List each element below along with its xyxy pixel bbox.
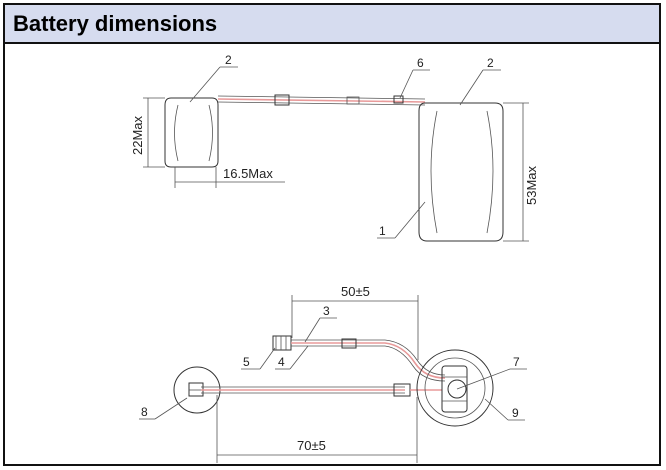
callout-1: 1 xyxy=(379,224,386,238)
callout-4: 4 xyxy=(278,355,285,369)
dim-lead-bottom: 70±5 xyxy=(216,395,418,463)
top-wire xyxy=(217,94,426,106)
dim-width-small: 16.5Max xyxy=(174,166,285,188)
callout-6: 6 xyxy=(417,56,424,70)
lead-wire xyxy=(272,335,446,382)
large-coin xyxy=(416,349,494,427)
diagram-frame: Battery dimensions 22Max 16.5Max xyxy=(3,3,661,466)
callout-7: 7 xyxy=(513,355,520,369)
dim-lead-top: 50±5 xyxy=(291,284,419,360)
page-title: Battery dimensions xyxy=(5,5,659,44)
callout-3: 3 xyxy=(323,304,330,318)
dim-height-large: 53Max xyxy=(503,102,539,242)
callout-2a: 2 xyxy=(225,53,232,67)
callout-2b: 2 xyxy=(487,56,494,70)
label-height-large: 53Max xyxy=(524,165,539,205)
label-width-small: 16.5Max xyxy=(223,166,273,181)
dim-height-small: 22Max xyxy=(130,97,165,168)
label-lead-top: 50±5 xyxy=(341,284,370,299)
top-connector xyxy=(274,94,290,106)
label-lead-bottom: 70±5 xyxy=(297,438,326,453)
large-cell xyxy=(418,102,504,242)
battery-drawing: 22Max 16.5Max 53Max xyxy=(130,53,539,463)
small-cell xyxy=(164,97,219,168)
label-height-small: 22Max xyxy=(130,115,145,155)
top-callouts: 2 6 2 1 xyxy=(189,53,501,239)
callout-8: 8 xyxy=(141,405,148,419)
callout-9: 9 xyxy=(512,406,519,420)
bottom-wire xyxy=(201,383,442,397)
bottom-callouts: 3 4 5 7 8 9 xyxy=(139,304,527,421)
callout-5: 5 xyxy=(243,355,250,369)
